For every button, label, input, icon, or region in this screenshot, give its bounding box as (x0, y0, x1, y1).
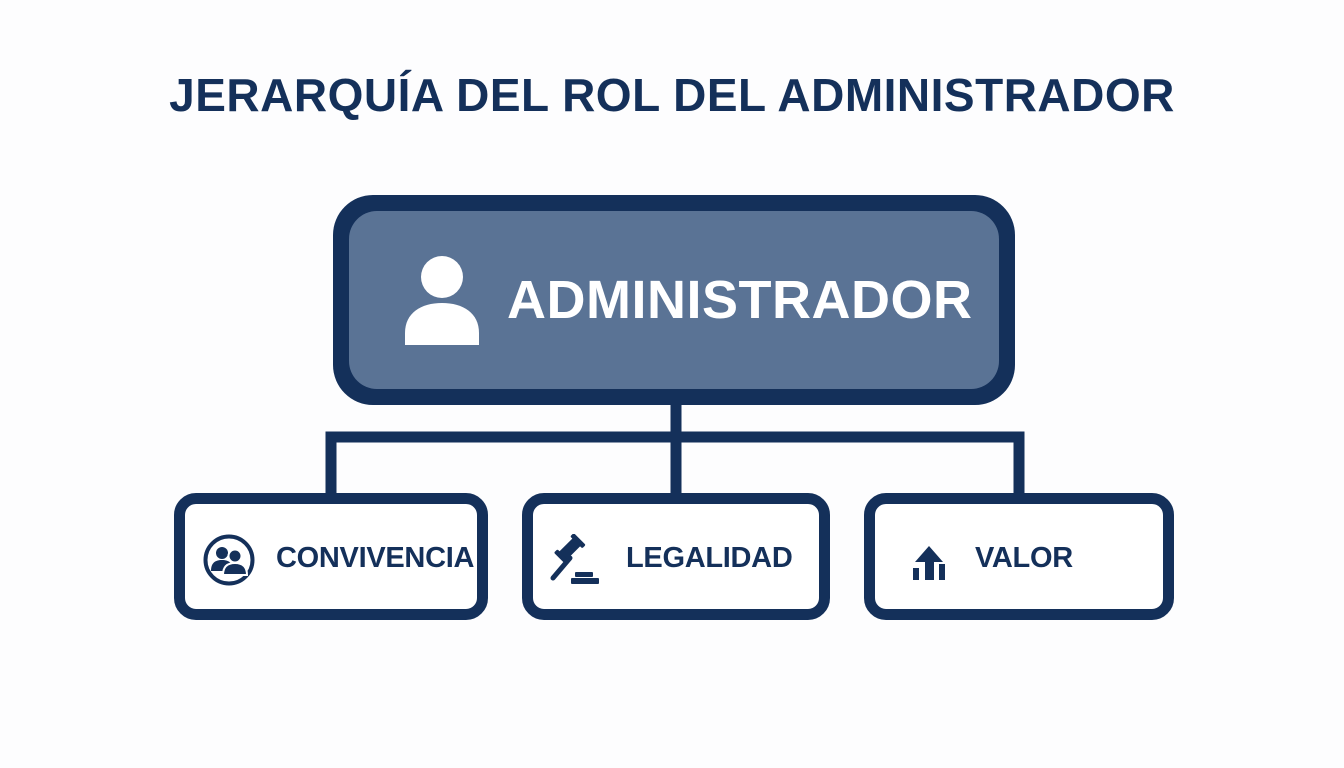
root-node-fill: ADMINISTRADOR (349, 211, 999, 389)
child-node-valor: VALOR (864, 493, 1174, 620)
root-node-administrador: ADMINISTRADOR (333, 195, 1015, 405)
child-node-label: CONVIVENCIA (276, 542, 475, 574)
growth-arrow-icon (913, 546, 945, 580)
root-node-label: ADMINISTRADOR (507, 270, 973, 330)
diagram-title: JERARQUÍA DEL ROL DEL ADMINISTRADOR (169, 69, 1175, 121)
gavel-icon (550, 534, 599, 584)
child-node-legalidad: LEGALIDAD (522, 493, 830, 620)
child-node-label: VALOR (975, 542, 1073, 574)
child-node-convivencia: CONVIVENCIA (174, 493, 488, 620)
user-icon (405, 256, 479, 345)
child-node-label: LEGALIDAD (626, 542, 793, 574)
group-icon (203, 534, 255, 586)
